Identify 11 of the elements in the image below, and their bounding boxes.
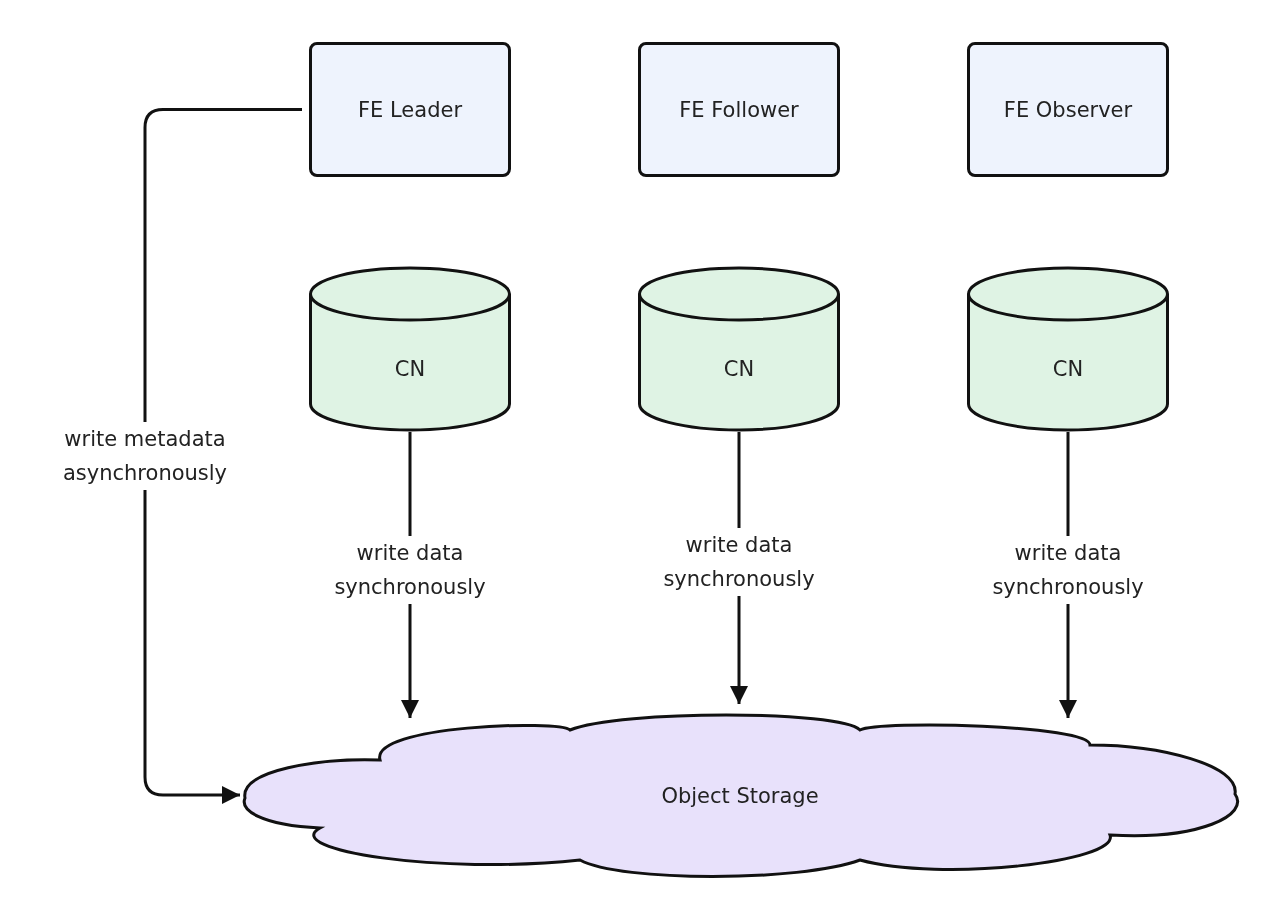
process-box xyxy=(967,42,1169,177)
process-box xyxy=(309,42,511,177)
process-box xyxy=(638,42,840,177)
node-label: CN xyxy=(723,357,755,381)
node-label: CN xyxy=(394,357,426,381)
node-label: CN xyxy=(1052,357,1084,381)
node-label: FE Observer xyxy=(1003,97,1133,122)
node-label: FE Follower xyxy=(679,97,799,122)
node-label: FE Leader xyxy=(358,97,462,122)
arrow xyxy=(143,108,302,804)
node-label: Object Storage xyxy=(661,784,819,808)
